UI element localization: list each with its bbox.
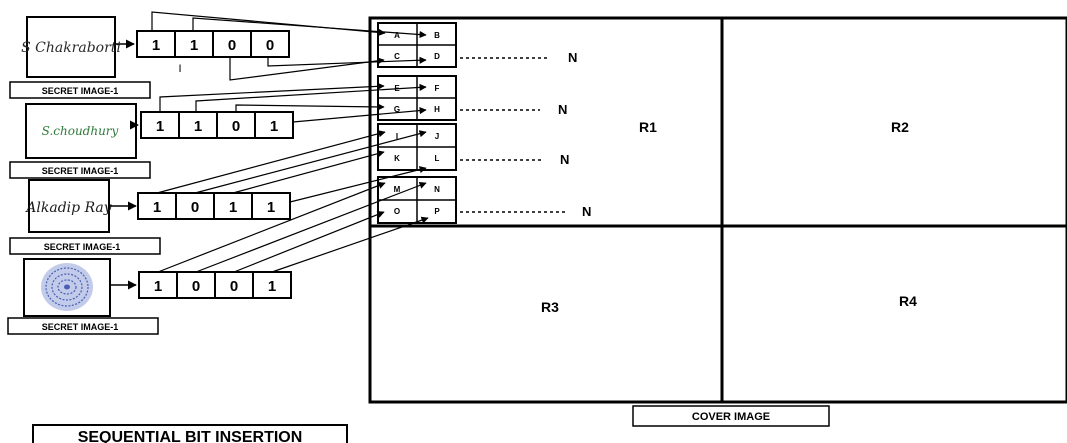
region-r3: R3 [541, 299, 559, 315]
bit-sequence: 1 1 0 1 [141, 112, 293, 138]
signature-image: S.choudhury [42, 124, 119, 138]
bit-value: 0 [232, 118, 240, 135]
n-label: N [582, 204, 591, 219]
bit-sequence: 1 0 1 1 [138, 193, 290, 219]
bit-value: 1 [194, 118, 202, 135]
pixel-cell: P [434, 207, 440, 216]
bit-value: 1 [229, 199, 237, 216]
n-label: N [560, 152, 569, 167]
bit-value: 1 [270, 118, 278, 135]
pixel-cell: F [435, 84, 440, 93]
stray-mark: I [178, 63, 181, 75]
secret-image-caption: SECRET IMAGE-1 [42, 166, 119, 176]
region-r2: R2 [891, 119, 909, 135]
bit-value: 0 [228, 37, 236, 54]
bit-value: 0 [191, 199, 199, 216]
bit-value: 1 [190, 37, 198, 54]
bit-value: 0 [266, 37, 274, 54]
bit-value: 0 [192, 278, 200, 295]
secret-image-caption: SECRET IMAGE-1 [42, 322, 119, 332]
secret-row-4: SECRET IMAGE-1 1 0 0 1 [8, 259, 291, 334]
n-label: N [558, 102, 567, 117]
bit-value: 0 [230, 278, 238, 295]
connector-line [234, 212, 384, 272]
bit-sequence: 1 1 0 0 [137, 31, 289, 57]
pixel-cell: B [434, 31, 440, 40]
pixel-cell: K [394, 154, 400, 163]
pixel-cell: O [394, 207, 400, 216]
pixel-cell: L [435, 154, 440, 163]
connector-line [230, 57, 384, 80]
pixel-cell: H [434, 105, 440, 114]
pixel-group-3: I J K L N [378, 124, 569, 170]
bit-value: 1 [154, 278, 162, 295]
secret-image-caption: SECRET IMAGE-1 [44, 242, 121, 252]
cover-image-frame [370, 18, 1067, 402]
connector-line [236, 105, 384, 112]
pixel-cell: J [435, 132, 439, 141]
bit-value: 1 [156, 118, 164, 135]
n-label: N [568, 50, 577, 65]
pixel-group-2: E F G H N [378, 76, 567, 120]
signature-image: S Chakraborti [21, 40, 121, 56]
bit-value: 1 [153, 199, 161, 216]
pixel-cell: C [394, 52, 400, 61]
cover-image-label: COVER IMAGE [692, 411, 770, 423]
bit-value: 1 [152, 37, 160, 54]
secret-row-3: Alkadip Ray SECRET IMAGE-1 1 0 1 1 [10, 180, 290, 254]
secret-image-caption: SECRET IMAGE-1 [42, 86, 119, 96]
secret-row-2: S.choudhury SECRET IMAGE-1 1 1 0 1 [10, 104, 293, 178]
pixel-cell: N [434, 185, 440, 194]
secret-row-1: S Chakraborti SECRET IMAGE-1 1 1 0 0 I [10, 17, 289, 98]
connector-line [157, 132, 385, 193]
region-r4: R4 [899, 293, 917, 309]
connector-line [233, 152, 384, 193]
signature-image: Alkadip Ray [24, 200, 112, 216]
diagram-title: SEQUENTIAL BIT INSERTION [78, 429, 303, 443]
connector-line [160, 86, 384, 112]
bit-value: 1 [268, 278, 276, 295]
pixel-cell: D [434, 52, 440, 61]
pixel-group-4: M N O P N [378, 177, 591, 223]
bit-value: 1 [267, 199, 275, 216]
fingerprint-image [41, 263, 93, 311]
cover-image: R1 R2 R3 R4 [370, 18, 1067, 402]
bit-sequence: 1 0 0 1 [139, 272, 291, 298]
region-r1: R1 [639, 119, 657, 135]
